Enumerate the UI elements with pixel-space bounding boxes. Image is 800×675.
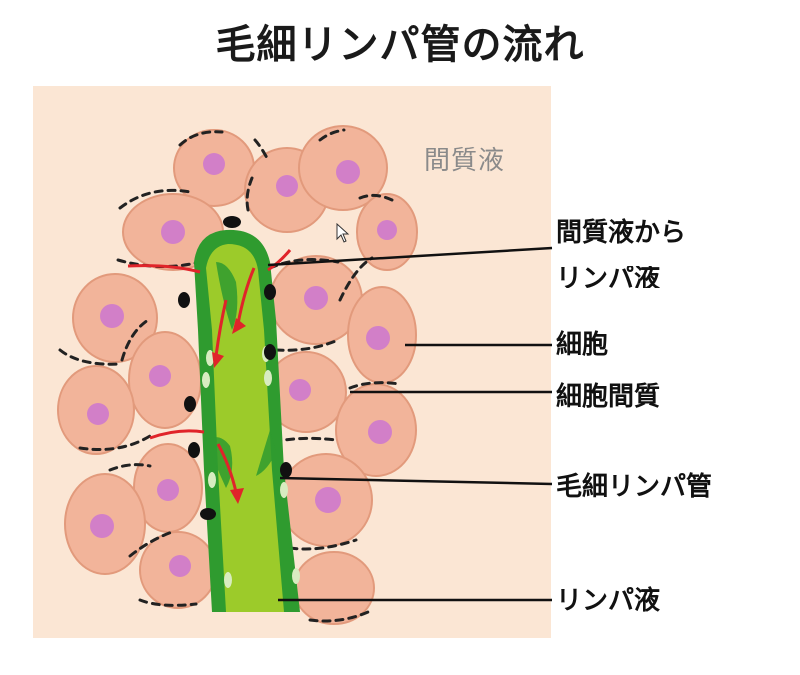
leader-lines [267, 246, 553, 602]
vessel-lumen [206, 244, 284, 612]
inflow-line [267, 249, 292, 272]
interstitial-fluid-label: 間質液 [424, 146, 506, 176]
callout-interstitial-to-lymph-line2: リンパ液 [556, 266, 661, 288]
anchoring-filament [200, 508, 216, 520]
valve-flap [216, 262, 238, 330]
arrowhead [232, 318, 246, 334]
nucleus [100, 304, 124, 328]
nucleus [169, 555, 191, 577]
arrowhead [212, 352, 224, 368]
callout-interstitial-to-lymph-line1: 間質液から [556, 218, 687, 248]
nucleus [315, 487, 341, 513]
callout-lymph-fluid: リンパ液 [556, 586, 661, 616]
anchoring-filament [188, 442, 200, 458]
flow-arrowheads [212, 318, 246, 504]
mouse-pointer-icon [336, 223, 350, 243]
anchoring-filament [223, 216, 241, 228]
inflow-line [127, 264, 201, 274]
nucleus [289, 379, 311, 401]
nucleus [336, 160, 360, 184]
callout-lymph-capillary: 毛細リンパ管 [556, 472, 713, 502]
nucleus [377, 220, 397, 240]
anchoring-filament [264, 284, 276, 300]
flow-arrow [214, 299, 228, 357]
endothelial-nucleus [208, 472, 216, 488]
intercellular-matrix-lines [58, 128, 402, 623]
flow-arrows [127, 249, 292, 493]
nucleus [203, 153, 225, 175]
nucleus [149, 365, 171, 387]
callout-cell: 細胞 [556, 330, 609, 360]
valve-flap [256, 430, 276, 476]
arrowhead [230, 488, 244, 504]
nucleus [90, 514, 114, 538]
endothelial-nucleus [224, 572, 232, 588]
endothelial-nucleus [264, 370, 272, 386]
nucleus [161, 220, 185, 244]
nucleus [368, 420, 392, 444]
endothelial-nucleus [206, 350, 214, 366]
nucleus [157, 479, 179, 501]
nucleus [304, 286, 328, 310]
callout-intercellular-matrix: 細胞間質 [556, 382, 661, 412]
flow-arrow [236, 267, 256, 325]
anchoring-filament [280, 462, 292, 478]
endothelial-nucleus [202, 372, 210, 388]
nucleus [87, 403, 109, 425]
valve-flap [206, 437, 233, 488]
page-title: 毛細リンパ管の流れ [215, 22, 585, 68]
flow-arrow [216, 443, 238, 493]
anchoring-filament [184, 396, 196, 412]
endothelial-nucleus [292, 568, 300, 584]
nuclei [87, 153, 397, 577]
anchoring-filament [178, 292, 190, 308]
anchoring-filament [264, 344, 276, 360]
nucleus [366, 326, 390, 350]
inflow-line [149, 429, 205, 440]
nucleus [276, 175, 298, 197]
leader-line [279, 476, 553, 486]
endothelial-nucleus [280, 482, 288, 498]
leader-line [267, 246, 553, 267]
